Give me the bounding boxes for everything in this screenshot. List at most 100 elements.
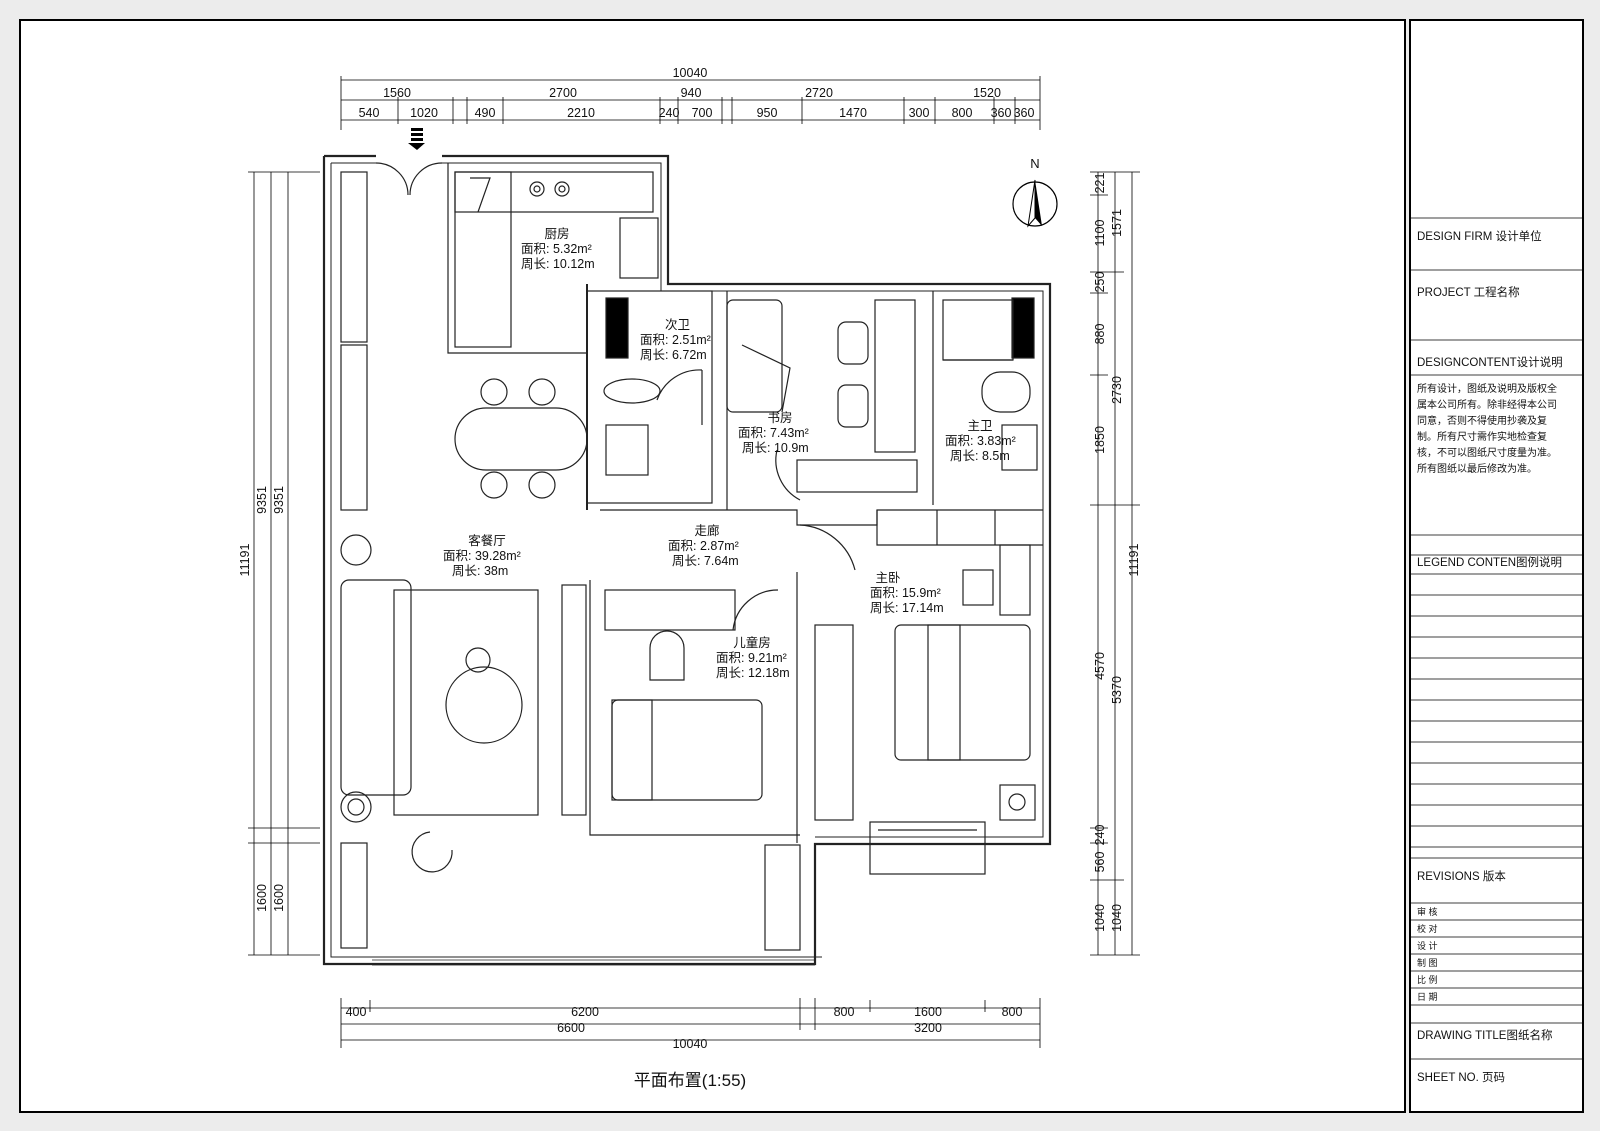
entrance-arrow-icon	[408, 128, 425, 150]
dim-top-total: 10040	[673, 66, 708, 80]
dim-top2-1: 540	[359, 106, 380, 120]
dim-bottom2-1: 6600	[557, 1021, 585, 1035]
dim-bottom-1: 400	[346, 1005, 367, 1019]
dim-right-3: 250	[1093, 272, 1107, 293]
dim-bottom-total: 10040	[673, 1037, 708, 1051]
dim-top2-2: 1020	[410, 106, 438, 120]
dim-bottom-4: 1600	[914, 1005, 942, 1019]
title-block-frame	[1409, 19, 1584, 1113]
dim-bottom-5: 800	[1002, 1005, 1023, 1019]
dim-bottom-3: 800	[834, 1005, 855, 1019]
dim-top2-4: 2210	[567, 106, 595, 120]
tb-note-5: 核，不可以图纸尺寸度量为准。	[1417, 446, 1557, 459]
master-area: 面积: 15.9m²	[870, 586, 941, 600]
compass-label: N	[1030, 156, 1039, 171]
dim-top-4: 2720	[805, 86, 833, 100]
tb-role-2: 校 对	[1417, 923, 1438, 934]
drawing-frame	[19, 19, 1406, 1113]
dim-top-2: 2700	[549, 86, 577, 100]
dim-top2-10: 800	[952, 106, 973, 120]
study-perimeter: 周长: 10.9m	[742, 441, 809, 455]
tb-role-3: 设 计	[1417, 940, 1438, 951]
kids-area: 面积: 9.21m²	[716, 651, 787, 665]
tb-revisions: REVISIONS 版本	[1417, 869, 1506, 883]
tb-design-firm: DESIGN FIRM 设计单位	[1417, 229, 1542, 243]
dim-top2-3: 490	[475, 106, 496, 120]
tb-drawing-title: DRAWING TITLE图纸名称	[1417, 1028, 1553, 1042]
dim-right-1: 221	[1093, 173, 1107, 194]
corridor-area: 面积: 2.87m²	[668, 539, 739, 553]
masterbath-area: 面积: 3.83m²	[945, 434, 1016, 448]
kids-name: 儿童房	[733, 635, 771, 650]
dim-right-mid-2: 2730	[1110, 376, 1124, 404]
tb-note-2: 属本公司所有。除非经得本公司	[1417, 398, 1557, 411]
dim-right-2: 1100	[1093, 220, 1107, 247]
north-compass-icon: N	[1012, 156, 1058, 228]
dim-right-7: 240	[1093, 825, 1107, 846]
tb-note-4: 制。所有尺寸需作实地检查复	[1417, 430, 1547, 443]
tb-role-5: 比 例	[1417, 974, 1438, 985]
study-name: 书房	[767, 410, 792, 425]
masterbath-name: 主卫	[967, 419, 992, 433]
tb-project: PROJECT 工程名称	[1417, 285, 1520, 299]
tb-note-1: 所有设计，图纸及说明及版权全	[1417, 382, 1557, 395]
kitchen-perimeter: 周长: 10.12m	[521, 257, 595, 271]
dim-right-mid-1: 1571	[1110, 209, 1124, 237]
dimension-labels: 10040 1560 2700 940 2720 1520 540 1020 4…	[238, 66, 1141, 1051]
dim-left-inner-1: 9351	[272, 486, 286, 514]
dim-left-mid-2: 1600	[255, 884, 269, 912]
kids-perimeter: 周长: 12.18m	[716, 666, 790, 680]
dim-top2-7: 950	[757, 106, 778, 120]
tb-role-6: 日 期	[1417, 992, 1438, 1002]
dim-right-8: 560	[1093, 852, 1107, 873]
tb-role-1: 审 核	[1417, 906, 1438, 917]
dim-top-1: 1560	[383, 86, 411, 100]
title-block	[1410, 217, 1583, 1060]
dim-right-mid-3: 5370	[1110, 676, 1124, 704]
kitchen-name: 厨房	[544, 226, 569, 241]
dim-top-3: 940	[681, 86, 702, 100]
study-area: 面积: 7.43m²	[738, 426, 809, 440]
room-labels: 厨房 面积: 5.32m² 周长: 10.12m 次卫 面积: 2.51m² 周…	[443, 226, 1016, 680]
kitchen-area: 面积: 5.32m²	[521, 242, 592, 256]
tb-role-4: 制 图	[1417, 957, 1438, 968]
dim-right-9: 1040	[1093, 904, 1107, 932]
tb-legend: LEGEND CONTEN图例说明	[1417, 555, 1562, 569]
masterbath-perimeter: 周长: 8.5m	[950, 449, 1010, 463]
dim-top2-11: 360	[991, 106, 1012, 120]
bath2-perimeter: 周长: 6.72m	[640, 348, 707, 362]
living-perimeter: 周长: 38m	[452, 564, 508, 578]
drawing-title: 平面布置(1:55)	[634, 1071, 746, 1090]
tb-note-3: 同意，否则不得使用抄袭及复	[1417, 414, 1547, 427]
bath2-area: 面积: 2.51m²	[640, 333, 711, 347]
corridor-perimeter: 周长: 7.64m	[672, 554, 739, 568]
dim-top2-9: 300	[909, 106, 930, 120]
dim-bottom-2: 6200	[571, 1005, 599, 1019]
living-name: 客餐厅	[468, 533, 506, 548]
dim-right-mid-4: 1040	[1110, 904, 1124, 932]
tb-sheet-no: SHEET NO. 页码	[1417, 1071, 1505, 1084]
dim-top2-6: 700	[692, 106, 713, 120]
corridor-name: 走廊	[694, 523, 719, 538]
dim-top2-5: 240	[659, 106, 680, 120]
title-block-text: DESIGN FIRM 设计单位 PROJECT 工程名称 DESIGNCONT…	[1417, 229, 1563, 1084]
dim-right-outer: 11191	[1127, 544, 1141, 577]
bath2-name: 次卫	[665, 318, 690, 332]
dim-left-mid-1: 9351	[255, 486, 269, 514]
dim-top2-8: 1470	[839, 106, 867, 120]
tb-note-6: 所有图纸以最后修改为准。	[1417, 462, 1537, 475]
dim-right-6: 4570	[1093, 652, 1107, 680]
dim-top-5: 1520	[973, 86, 1001, 100]
floor-plan	[322, 154, 1052, 966]
dim-top2-12: 360	[1014, 106, 1035, 120]
dim-right-5: 1850	[1093, 426, 1107, 454]
living-area: 面积: 39.28m²	[443, 549, 521, 563]
dim-left-inner-2: 1600	[272, 884, 286, 912]
dim-right-4: 880	[1093, 324, 1107, 345]
dimension-lines	[248, 76, 1140, 1048]
dim-bottom2-2: 3200	[914, 1021, 942, 1035]
dim-left-outer: 11191	[238, 544, 252, 577]
master-perimeter: 周长: 17.14m	[870, 601, 944, 615]
tb-design-content: DESIGNCONTENT设计说明	[1417, 355, 1563, 369]
